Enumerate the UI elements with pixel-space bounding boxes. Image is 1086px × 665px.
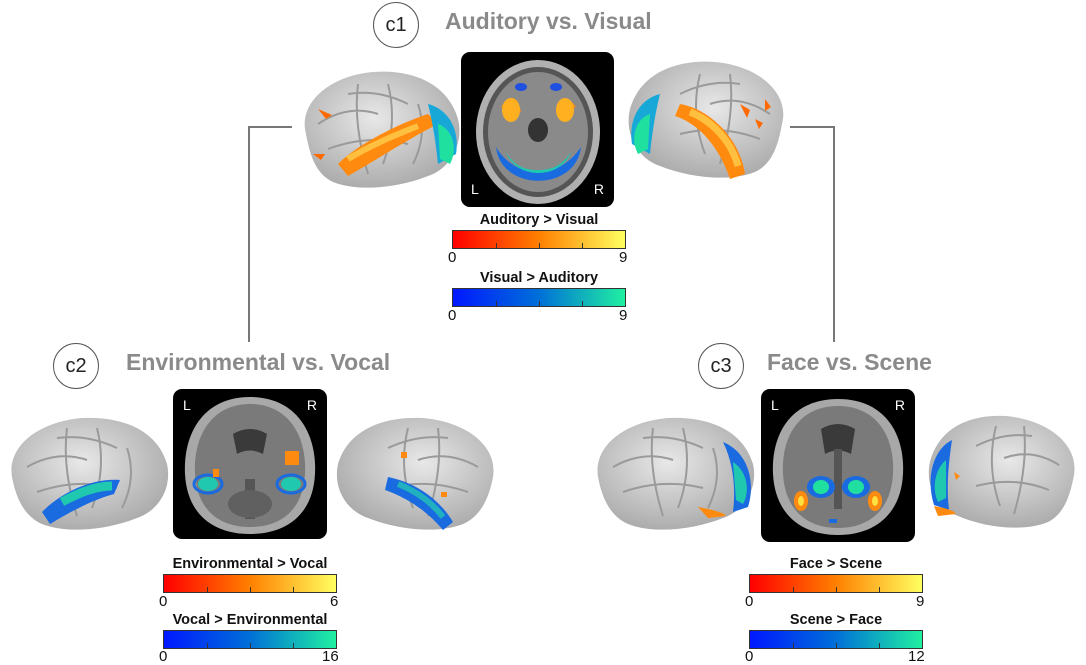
brain-surface-c2-right: [336, 417, 494, 530]
coronal-scan-c2: L R: [173, 389, 327, 539]
colorbar-tick: [293, 643, 294, 648]
colorbar-tick: [836, 643, 837, 648]
colorbar-tick: [207, 643, 208, 648]
colorbar-c2-warm-title: Environmental > Vocal: [172, 556, 328, 572]
colorbar-c3-warm-max: 9: [916, 593, 925, 610]
colorbar-c2-warm-max: 6: [330, 593, 339, 610]
colorbar-c1-cool-max: 9: [619, 307, 628, 324]
colorbar-c2-cool-title: Vocal > Environmental: [172, 612, 328, 628]
colorbar-tick: [539, 243, 540, 248]
colorbar-tick: [496, 243, 497, 248]
connector-left-vertical: [248, 126, 250, 342]
brain-surface-c3-left: [597, 417, 755, 530]
scan-c1-right-marker: R: [593, 181, 604, 197]
panel-c3-title: Face vs. Scene: [767, 349, 932, 375]
scan-c1-left-marker: L: [471, 181, 479, 197]
axial-scan-c1: L R: [461, 52, 614, 207]
panel-c2-title: Environmental vs. Vocal: [126, 349, 391, 375]
colorbar-c1-warm: [452, 230, 626, 249]
brain-surface-c1-right: [628, 61, 784, 179]
colorbar-c2-cool-min: 0: [159, 648, 168, 665]
colorbar-tick: [539, 301, 540, 306]
colorbar-tick: [793, 643, 794, 648]
scan-c3-left-marker: L: [771, 397, 779, 413]
colorbar-c1-cool-min: 0: [448, 307, 457, 324]
brain-surface-c1-left: [304, 71, 460, 188]
colorbar-c3-cool-max: 12: [908, 648, 925, 665]
colorbar-tick: [207, 587, 208, 592]
colorbar-tick: [250, 643, 251, 648]
colorbar-c1-warm-title: Auditory > Visual: [479, 212, 599, 228]
colorbar-tick: [250, 587, 251, 592]
brain-surface-c2-left: [11, 417, 169, 530]
coronal-scan-c3: L R: [761, 389, 915, 542]
panel-c1-title: Auditory vs. Visual: [445, 8, 652, 34]
colorbar-c1-cool-title: Visual > Auditory: [479, 270, 599, 286]
colorbar-c3-warm-title: Face > Scene: [789, 556, 883, 572]
colorbar-tick: [836, 587, 837, 592]
colorbar-c3-warm-min: 0: [745, 593, 754, 610]
connector-right-vertical: [833, 126, 835, 342]
scan-c2-left-marker: L: [183, 397, 191, 413]
brain-surface-c3-right: [928, 415, 1075, 528]
colorbar-tick: [793, 587, 794, 592]
colorbar-tick: [582, 243, 583, 248]
colorbar-tick: [293, 587, 294, 592]
colorbar-tick: [496, 301, 497, 306]
colorbar-c1-warm-min: 0: [448, 249, 457, 266]
colorbar-c1-cool: [452, 288, 626, 307]
panel-c1-label: c1: [373, 2, 419, 48]
colorbar-c3-cool-min: 0: [745, 648, 754, 665]
colorbar-c3-cool: [749, 630, 923, 649]
colorbar-c2-cool-max: 16: [322, 648, 339, 665]
colorbar-c2-warm-min: 0: [159, 593, 168, 610]
scan-c3-right-marker: R: [894, 397, 905, 413]
panel-c3-label: c3: [698, 343, 744, 389]
colorbar-c1-warm-max: 9: [619, 249, 628, 266]
colorbar-tick: [879, 643, 880, 648]
colorbar-tick: [582, 301, 583, 306]
connector-right-horizontal: [790, 126, 834, 128]
colorbar-tick: [879, 587, 880, 592]
connector-left-horizontal: [248, 126, 292, 128]
scan-c2-right-marker: R: [306, 397, 317, 413]
panel-c2-label: c2: [53, 343, 99, 389]
colorbar-c3-warm: [749, 574, 923, 593]
colorbar-c2-cool: [163, 630, 337, 649]
colorbar-c2-warm: [163, 574, 337, 593]
colorbar-c3-cool-title: Scene > Face: [789, 612, 883, 628]
